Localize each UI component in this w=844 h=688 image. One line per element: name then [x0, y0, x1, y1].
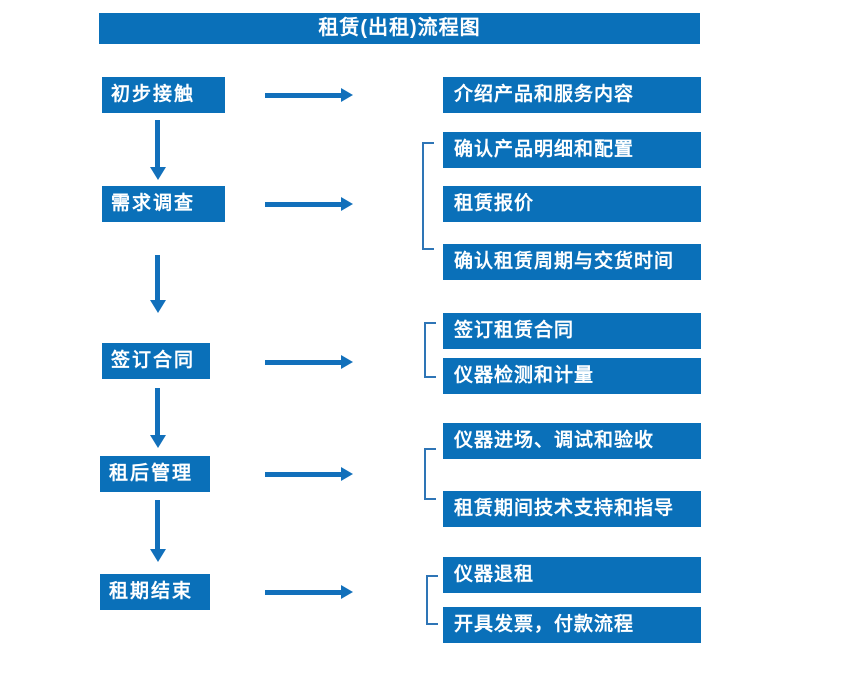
right-arrow-head: [341, 197, 353, 211]
right-arrow-icon: [265, 196, 353, 212]
step-box-post-rental-management: 租后管理: [100, 456, 210, 492]
right-arrow-shaft: [265, 202, 342, 207]
page-title: 租赁(出租)流程图: [318, 17, 481, 39]
group-bracket-icon: [424, 322, 436, 378]
down-arrow-shaft: [155, 388, 160, 436]
step-box-contract-signing: 签订合同: [102, 343, 210, 379]
detail-box-introduce-products: 介绍产品和服务内容: [443, 77, 701, 113]
title-bar: 租赁(出租)流程图: [99, 13, 700, 44]
right-arrow-shaft: [265, 93, 342, 98]
right-arrow-shaft: [265, 590, 342, 595]
down-arrow-icon: [150, 388, 166, 448]
down-arrow-icon: [150, 120, 166, 180]
right-arrow-head: [341, 467, 353, 481]
step-box-demand-survey: 需求调查: [102, 186, 225, 222]
step-box-initial-contact: 初步接触: [102, 77, 225, 113]
right-arrow-icon: [265, 87, 353, 103]
right-arrow-icon: [265, 584, 353, 600]
down-arrow-head: [150, 435, 166, 448]
down-arrow-icon: [150, 500, 166, 562]
right-arrow-shaft: [265, 360, 342, 365]
detail-box-invoice-payment: 开具发票，付款流程: [443, 607, 701, 643]
down-arrow-shaft: [155, 500, 160, 550]
right-arrow-shaft: [265, 472, 342, 477]
detail-box-rental-quote: 租赁报价: [443, 186, 701, 222]
detail-box-sign-rental-contract: 签订租赁合同: [443, 313, 701, 349]
group-bracket-icon: [422, 142, 434, 250]
step-box-rental-end: 租期结束: [100, 574, 210, 610]
group-bracket-icon: [426, 575, 438, 625]
down-arrow-icon: [150, 255, 166, 313]
right-arrow-head: [341, 585, 353, 599]
down-arrow-head: [150, 549, 166, 562]
right-arrow-icon: [265, 466, 353, 482]
down-arrow-head: [150, 300, 166, 313]
right-arrow-icon: [265, 354, 353, 370]
right-arrow-head: [341, 88, 353, 102]
group-bracket-icon: [424, 448, 436, 500]
detail-box-instrument-setup: 仪器进场、调试和验收: [443, 423, 701, 459]
detail-box-confirm-period-delivery: 确认租赁周期与交货时间: [443, 244, 701, 280]
right-arrow-head: [341, 355, 353, 369]
down-arrow-shaft: [155, 120, 160, 168]
down-arrow-head: [150, 167, 166, 180]
detail-box-instrument-return: 仪器退租: [443, 557, 701, 593]
detail-box-confirm-product-config: 确认产品明细和配置: [443, 132, 701, 168]
detail-box-technical-support: 租赁期间技术支持和指导: [443, 491, 701, 527]
down-arrow-shaft: [155, 255, 160, 301]
detail-box-instrument-testing: 仪器检测和计量: [443, 358, 701, 394]
